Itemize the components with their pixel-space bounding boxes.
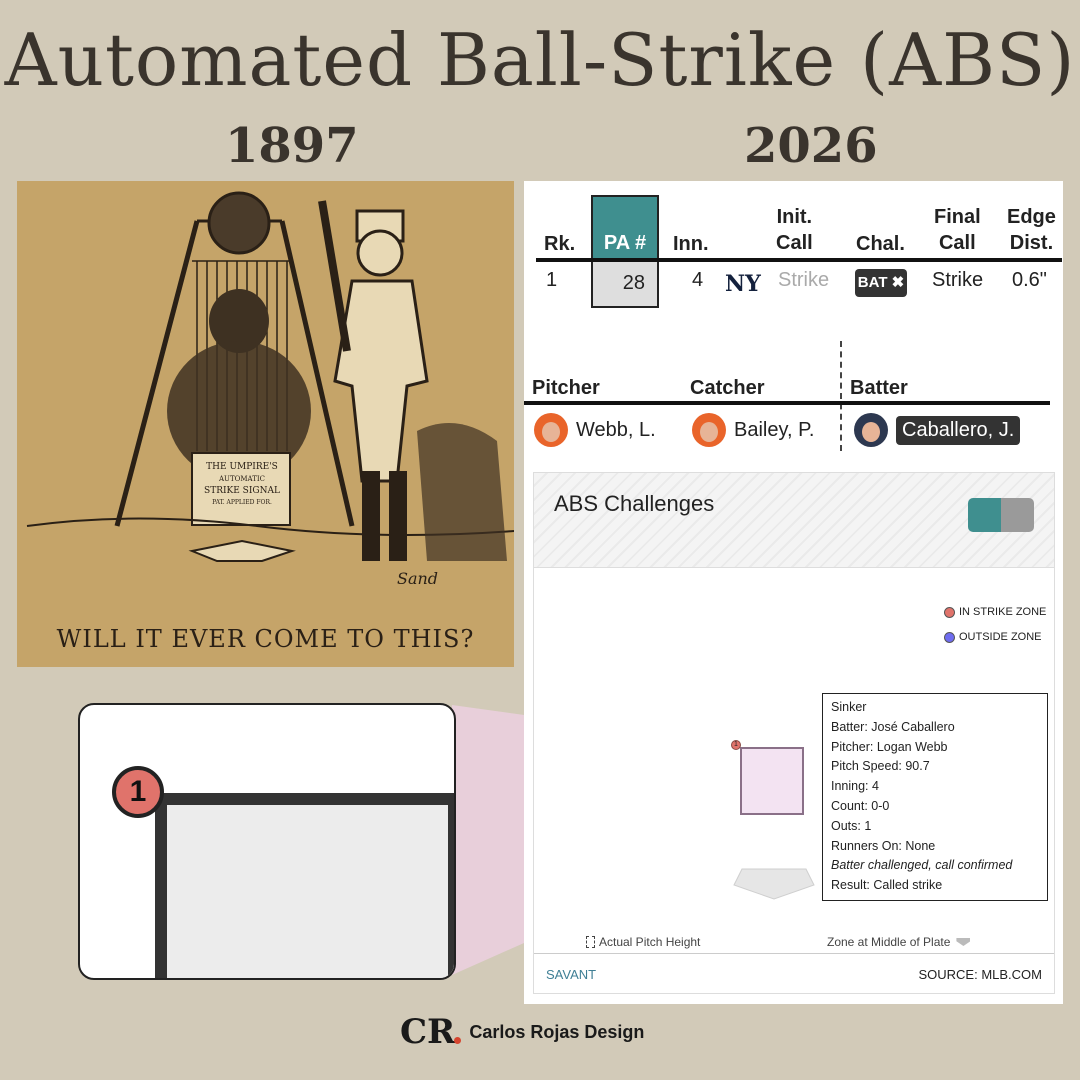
mlb-logo-icon xyxy=(968,498,1034,532)
avatar xyxy=(692,413,726,447)
tooltip-result: Result: Called strike xyxy=(831,878,943,893)
designer-credit: CR Carlos Rojas Design xyxy=(400,1012,644,1052)
batter-divider xyxy=(840,341,842,451)
vintage-illustration: THE UMPIRE'S AUTOMATIC STRIKE SIGNAL PAT… xyxy=(17,181,514,667)
tooltip-count: Count: 0-0 xyxy=(831,798,890,813)
avatar xyxy=(854,413,888,447)
zoom-strike-zone xyxy=(155,793,454,978)
legend-outside-zone: OUTSIDE ZONE xyxy=(944,631,1042,643)
avatar xyxy=(534,413,568,447)
header-chal: Chal. xyxy=(856,233,905,255)
sign-text: THE UMPIRE'S AUTOMATIC STRIKE SIGNAL PAT… xyxy=(193,461,291,509)
dashed-box-icon xyxy=(586,936,595,948)
yankees-logo-icon: NY xyxy=(725,271,761,297)
footer-zone-middle-label: Zone at Middle of Plate xyxy=(827,935,951,949)
pitcher-name: Webb, L. xyxy=(576,418,656,441)
year-2026-label: 2026 xyxy=(744,118,878,174)
tooltip-outs: Outs: 1 xyxy=(831,818,872,833)
batter-entry: Caballero, J. xyxy=(854,413,1021,447)
tooltip-pitch-type: Sinker xyxy=(831,700,867,714)
header-inn: Inn. xyxy=(673,233,709,255)
header-init-line-2: Call xyxy=(776,232,813,254)
catcher-label: Catcher xyxy=(690,377,765,399)
tooltip-inning: Inning: 4 xyxy=(831,779,879,794)
sign-line: THE UMPIRE'S xyxy=(206,462,278,472)
source-label: SOURCE: MLB.COM xyxy=(918,967,1042,982)
header-init-line-1: Init. xyxy=(776,206,813,228)
strike-zone xyxy=(740,747,804,815)
pitch-tooltip: Sinker Batter: José Caballero Pitcher: L… xyxy=(822,693,1048,901)
savant-link[interactable]: SAVANT xyxy=(546,967,597,982)
bat-challenge-badge: BAT ✖ xyxy=(855,269,907,297)
legend-dot-out-icon xyxy=(944,631,955,643)
pa-header: PA # xyxy=(593,197,657,261)
legend-in-label: IN STRIKE ZONE xyxy=(959,606,1047,618)
header-final-line-2: Call xyxy=(938,232,976,254)
header-edge-line-1: Edge xyxy=(1007,206,1056,228)
home-plate-icon xyxy=(733,868,815,900)
cr-logo-icon: CR xyxy=(400,1012,462,1052)
illustration-caption: WILL IT EVER COME TO THIS? xyxy=(56,625,475,653)
abs-challenges-card: ABS Challenges IN STRIKE ZONE OUTSIDE ZO… xyxy=(533,472,1055,994)
abs-card-header: ABS Challenges xyxy=(534,473,1054,568)
year-1897-label: 1897 xyxy=(225,118,359,174)
tooltip-batter: Batter: José Caballero xyxy=(831,719,955,734)
tooltip-runners: Runners On: None xyxy=(831,838,936,853)
header-edge-line-2: Dist. xyxy=(1009,232,1054,254)
table-header-rule xyxy=(536,258,1062,262)
pitcher-entry: Webb, L. xyxy=(534,413,656,447)
cell-final-call: Strike xyxy=(932,269,984,291)
sign-line: AUTOMATIC xyxy=(219,475,265,483)
players-rule xyxy=(524,401,1050,405)
plate-marker-icon xyxy=(956,938,971,946)
sign-line: PAT. APPLIED FOR. xyxy=(212,499,272,506)
tooltip-challenge-note: Batter challenged, call confirmed xyxy=(831,858,1013,873)
footer-zone-middle: Zone at Middle of Plate xyxy=(827,935,971,949)
tooltip-speed: Pitch Speed: 90.7 xyxy=(831,759,930,774)
header-final-line-1: Final xyxy=(934,206,981,228)
pa-value: 28 xyxy=(593,261,657,306)
zoom-zone-edge xyxy=(448,793,454,978)
footer-pitch-height: Actual Pitch Height xyxy=(586,935,700,949)
catcher-entry: Bailey, P. xyxy=(692,413,814,447)
tooltip-pitcher: Pitcher: Logan Webb xyxy=(831,739,948,754)
pitch-marker[interactable]: 1 xyxy=(731,740,741,750)
umpire-machine-drawing xyxy=(26,191,514,562)
catcher-name: Bailey, P. xyxy=(734,418,815,441)
cell-rk: 1 xyxy=(546,269,558,291)
cell-edge-dist: 0.6" xyxy=(1012,269,1047,291)
batter-name: Caballero, J. xyxy=(896,415,1021,445)
header-edge-dist: Edge Dist. xyxy=(1007,204,1056,256)
legend-dot-in-icon xyxy=(944,606,955,618)
zoom-inset xyxy=(78,703,456,980)
artist-signature: Sand xyxy=(397,569,439,588)
zoom-pitch-marker: 1 xyxy=(112,766,164,818)
legend-in-zone: IN STRIKE ZONE xyxy=(944,606,1046,618)
sign-line: STRIKE SIGNAL xyxy=(204,486,280,496)
cell-inn: 4 xyxy=(692,269,704,291)
footer-pitch-height-label: Actual Pitch Height xyxy=(599,935,701,949)
main-title: Automated Ball-Strike (ABS) xyxy=(4,18,1076,102)
cr-logo-text: CR xyxy=(400,1012,456,1052)
batter-label: Batter xyxy=(850,377,908,399)
pitcher-label: Pitcher xyxy=(532,377,600,399)
header-final-call: Final Call xyxy=(934,204,981,256)
header-init-call: Init. Call xyxy=(776,204,813,256)
credit-name: Carlos Rojas Design xyxy=(469,1021,645,1042)
abs-panel: PA # 28 Rk. Inn. Init. Call Chal. Final … xyxy=(524,181,1063,1004)
legend-out-label: OUTSIDE ZONE xyxy=(959,631,1042,643)
cell-init-call: Strike xyxy=(778,269,830,291)
header-rk: Rk. xyxy=(544,233,576,255)
footer-rule xyxy=(534,953,1054,954)
abs-title: ABS Challenges xyxy=(554,491,715,516)
pa-column: PA # 28 xyxy=(591,195,659,308)
